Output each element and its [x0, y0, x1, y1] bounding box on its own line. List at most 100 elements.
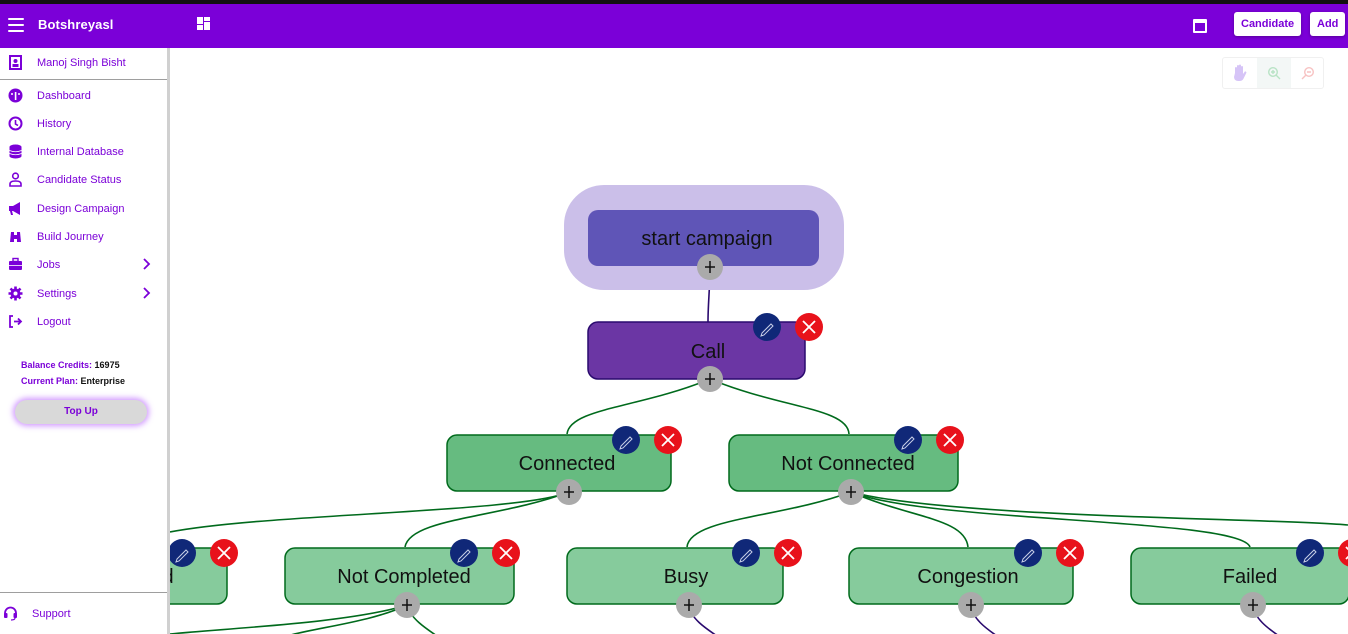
node-busy[interactable]: Busy	[566, 539, 802, 618]
chevron-right-icon[interactable]	[142, 258, 152, 270]
app-title: Botshreyasl	[38, 17, 114, 32]
node-failed[interactable]: Failed	[1130, 539, 1348, 618]
sidebar-item-logout[interactable]: Logout	[0, 310, 167, 334]
chevron-right-icon[interactable]	[142, 287, 152, 299]
canvas-toolbar	[1222, 57, 1324, 89]
edge-not-connected-busy	[686, 491, 852, 548]
close-icon	[499, 546, 513, 560]
close-icon	[781, 546, 795, 560]
edit-button[interactable]	[894, 426, 922, 454]
plus-icon	[846, 486, 856, 498]
delete-button[interactable]	[1056, 539, 1084, 567]
edit-button[interactable]	[1296, 539, 1324, 567]
binoculars-icon	[10, 232, 21, 242]
node-not-completed[interactable]: Not Completed	[284, 539, 520, 618]
sidebar-item-label: History	[37, 118, 72, 130]
history-icon	[8, 116, 23, 131]
edge-call-not-connected	[709, 378, 850, 435]
edge-not-completed-down-1	[170, 604, 408, 634]
sidebar-item-candidate-status[interactable]: Candidate Status	[0, 168, 167, 192]
balance-credits-value: 16975	[94, 360, 120, 370]
node-label: Not Connected	[781, 453, 914, 475]
balance-credits-label: Balance Credits:	[21, 360, 93, 370]
edit-button[interactable]	[612, 426, 640, 454]
close-icon	[661, 433, 675, 447]
node-congestion[interactable]: Congestion	[848, 539, 1084, 618]
sidebar-item-label: Jobs	[37, 259, 61, 271]
plus-icon	[402, 599, 412, 611]
node-label: Connected	[519, 453, 616, 475]
sidebar-item-internal-database[interactable]: Internal Database	[0, 140, 167, 164]
delete-button[interactable]	[774, 539, 802, 567]
pencil-icon	[457, 549, 471, 563]
sidebar-item-design-campaign[interactable]: Design Campaign	[0, 197, 167, 221]
edge-connected-not-completed	[404, 491, 570, 548]
edge-connected-partial	[170, 491, 570, 533]
edit-button[interactable]	[753, 313, 781, 341]
node-not-connected[interactable]: Not Connected	[728, 426, 964, 505]
plus-icon	[705, 261, 715, 273]
close-icon	[217, 546, 231, 560]
sidebar-footer: Support	[0, 592, 167, 634]
node-call[interactable]: Call	[587, 313, 823, 392]
node-label: Congestion	[917, 566, 1018, 588]
flow-canvas[interactable]: start campaign Call Connected Not Connec…	[170, 48, 1348, 634]
sidebar-item-label: Dashboard	[37, 90, 91, 102]
zoom-out-icon	[1301, 66, 1315, 80]
sidebar-item-settings[interactable]: Settings	[0, 282, 167, 306]
node-start-campaign[interactable]: start campaign	[564, 185, 844, 290]
delete-button[interactable]	[210, 539, 238, 567]
close-icon	[802, 320, 816, 334]
sidebar-item-build-journey[interactable]: Build Journey	[0, 225, 167, 249]
sidebar-item-support[interactable]: Support	[0, 602, 167, 626]
plus-icon	[684, 599, 694, 611]
gear-icon	[8, 286, 23, 301]
delete-button[interactable]	[795, 313, 823, 341]
balance-credits: Balance Credits: 16975	[21, 360, 120, 370]
sidebar-item-label: Settings	[37, 288, 77, 300]
current-plan: Current Plan: Enterprise	[21, 376, 125, 386]
current-plan-label: Current Plan:	[21, 376, 79, 386]
sidebar-item-label: Candidate Status	[37, 174, 122, 186]
pencil-icon	[175, 549, 189, 563]
candidate-button[interactable]: Candidate	[1234, 12, 1302, 36]
calendar-icon[interactable]	[1193, 19, 1207, 33]
dashboard-layout-icon[interactable]	[197, 17, 210, 30]
edge-not-connected-offscreen	[850, 491, 1348, 526]
node-label: Not Completed	[337, 566, 470, 588]
zoom-out-button[interactable]	[1291, 58, 1325, 88]
edge-not-connected-congestion	[850, 491, 969, 548]
window-top-strip	[0, 0, 1348, 4]
hamburger-menu-icon[interactable]	[8, 18, 24, 32]
zoom-in-button[interactable]	[1257, 58, 1291, 88]
megaphone-icon	[9, 202, 20, 215]
plus-icon	[1248, 599, 1258, 611]
sidebar-item-label: Logout	[37, 316, 71, 328]
edit-button[interactable]	[732, 539, 760, 567]
delete-button[interactable]	[654, 426, 682, 454]
edit-button[interactable]	[1014, 539, 1042, 567]
edit-button[interactable]	[170, 539, 196, 567]
sidebar-item-jobs[interactable]: Jobs	[0, 253, 167, 277]
sidebar-item-label: Support	[32, 608, 71, 620]
node-connected[interactable]: Connected	[446, 426, 682, 505]
sidebar-item-history[interactable]: History	[0, 112, 167, 136]
sidebar-item-label: Internal Database	[37, 146, 124, 158]
delete-button[interactable]	[936, 426, 964, 454]
user-badge-icon	[9, 55, 22, 70]
edge-call-connected	[566, 378, 711, 435]
top-up-button[interactable]: Top Up	[15, 400, 147, 424]
node-partial-left[interactable]: d	[170, 539, 238, 605]
pencil-icon	[760, 323, 774, 337]
pan-tool-button[interactable]	[1223, 58, 1257, 88]
delete-button[interactable]	[1338, 539, 1348, 567]
edit-button[interactable]	[450, 539, 478, 567]
close-icon	[1063, 546, 1077, 560]
pencil-icon	[1303, 549, 1317, 563]
delete-button[interactable]	[492, 539, 520, 567]
plus-icon	[966, 599, 976, 611]
sidebar-item-dashboard[interactable]: Dashboard	[0, 84, 167, 108]
sidebar-user[interactable]: Manoj Singh Bisht	[0, 48, 167, 80]
add-button[interactable]: Add	[1310, 12, 1346, 36]
plus-icon	[705, 373, 715, 385]
